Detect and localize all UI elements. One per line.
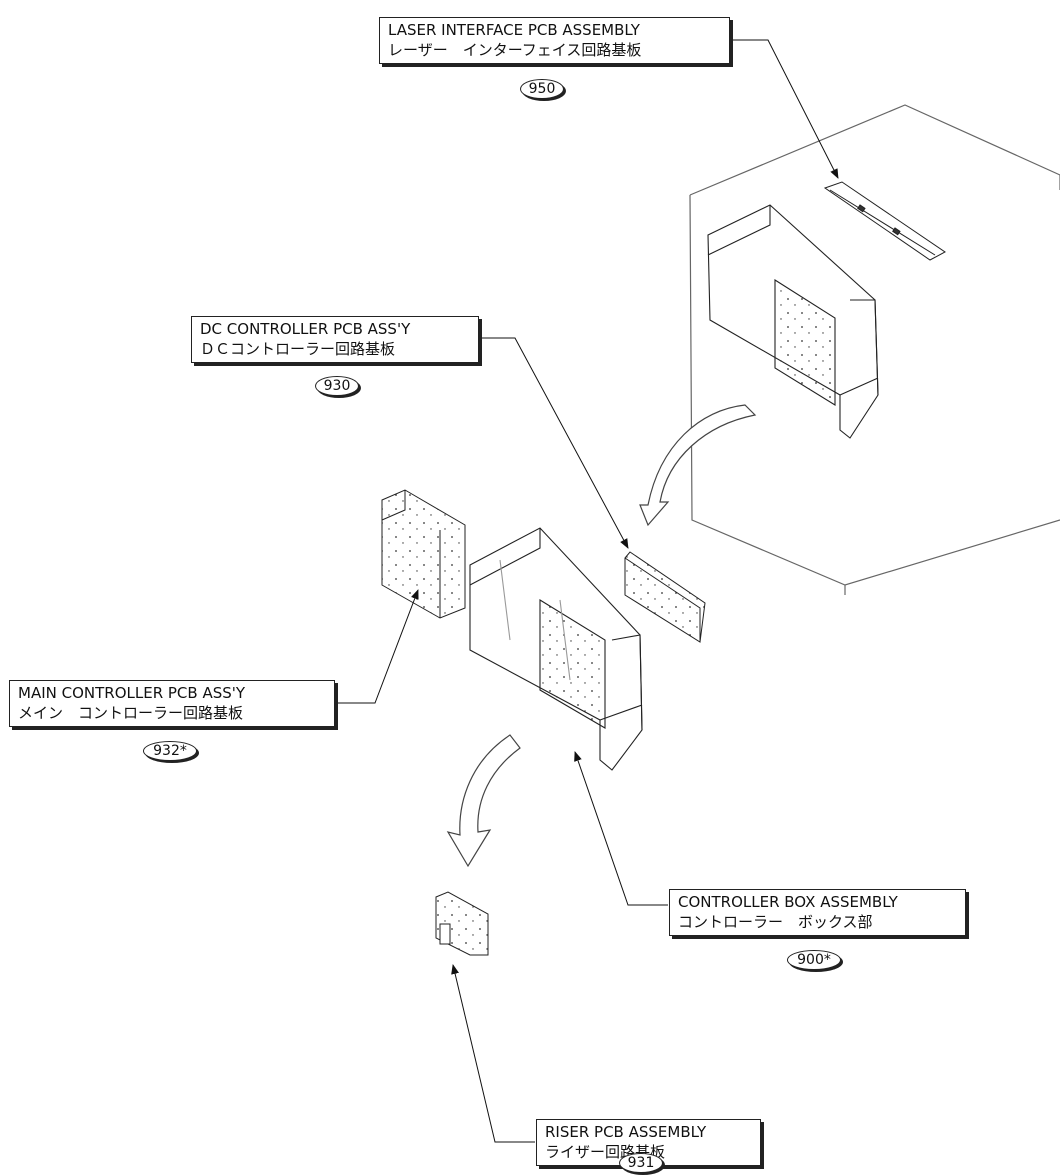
- leader-dc-controller: [479, 337, 629, 549]
- printer-housing: [689, 104, 1060, 595]
- controller-box-drawing: [469, 527, 643, 771]
- leader-laser-interface: [727, 39, 839, 179]
- leader-lines: [335, 39, 839, 1143]
- part-number-930: 930: [315, 376, 359, 396]
- leader-controller-box: [574, 751, 668, 906]
- part-number-932: 932*: [143, 741, 197, 761]
- main-controller-pcb-drawing: [381, 489, 466, 619]
- label-en: LASER INTERFACE PCB ASSEMBLY: [388, 21, 640, 39]
- removal-arrow-upper: [639, 404, 757, 527]
- leader-main-controller: [335, 589, 419, 704]
- label-ja: コントローラー ボックス部: [678, 913, 873, 931]
- label-ja: メイン コントローラー回路基板: [18, 704, 244, 722]
- part-number-900: 900*: [787, 950, 841, 970]
- label-en: CONTROLLER BOX ASSEMBLY: [678, 893, 898, 911]
- installed-controller-box-drawing: [707, 204, 879, 439]
- label-dc-controller-pcb: DC CONTROLLER PCB ASS'Y ＤＣコントローラー回路基板: [191, 316, 479, 363]
- dc-controller-pcb-drawing: [624, 551, 706, 643]
- part-number-950: 950: [520, 79, 564, 99]
- leader-riser: [451, 964, 535, 1143]
- label-controller-box-assembly: CONTROLLER BOX ASSEMBLY コントローラー ボックス部: [669, 889, 966, 936]
- label-ja: レーザー インターフェイス回路基板: [388, 41, 642, 59]
- label-main-controller-pcb: MAIN CONTROLLER PCB ASS'Y メイン コントローラー回路基…: [9, 680, 335, 727]
- laser-interface-pcb-drawing: [823, 181, 946, 261]
- riser-pcb-drawing: [435, 891, 489, 956]
- label-laser-interface-pcb: LASER INTERFACE PCB ASSEMBLY レーザー インターフェ…: [379, 17, 730, 64]
- label-ja: ＤＣコントローラー回路基板: [200, 340, 396, 358]
- removal-arrow-lower: [446, 734, 521, 868]
- label-en: RISER PCB ASSEMBLY: [545, 1123, 707, 1141]
- label-en: DC CONTROLLER PCB ASS'Y: [200, 320, 411, 338]
- part-number-931: 931: [619, 1153, 663, 1173]
- label-en: MAIN CONTROLLER PCB ASS'Y: [18, 684, 246, 702]
